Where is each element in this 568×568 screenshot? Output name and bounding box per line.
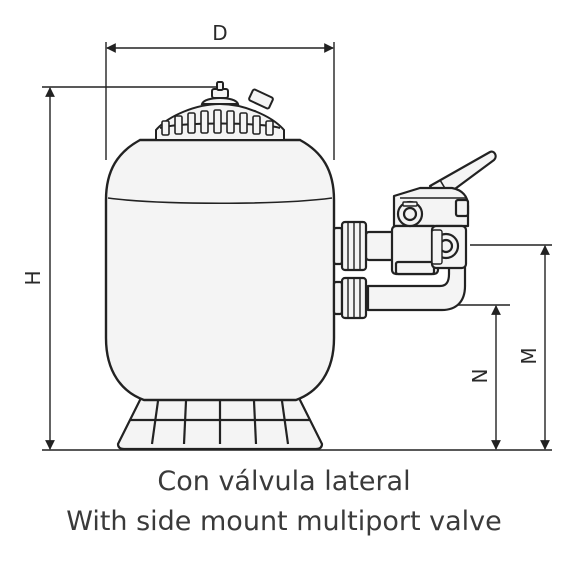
dimension-d [105, 42, 335, 160]
caption-spanish: Con válvula lateral [157, 466, 411, 497]
dimension-m [470, 244, 552, 450]
dimension-d-label: D [212, 21, 227, 45]
dimension-h-label: H [21, 270, 45, 285]
dimension-h [42, 86, 220, 450]
dimension-n-label: N [468, 369, 492, 384]
dimension-n [458, 304, 510, 450]
dimension-m-label: M [517, 347, 541, 364]
multiport-valve [390, 150, 497, 276]
tank-lid [155, 81, 285, 141]
tank-base [116, 394, 324, 451]
caption-english: With side mount multiport valve [66, 506, 502, 537]
tank-body [104, 138, 336, 402]
upper-connector [332, 220, 398, 272]
